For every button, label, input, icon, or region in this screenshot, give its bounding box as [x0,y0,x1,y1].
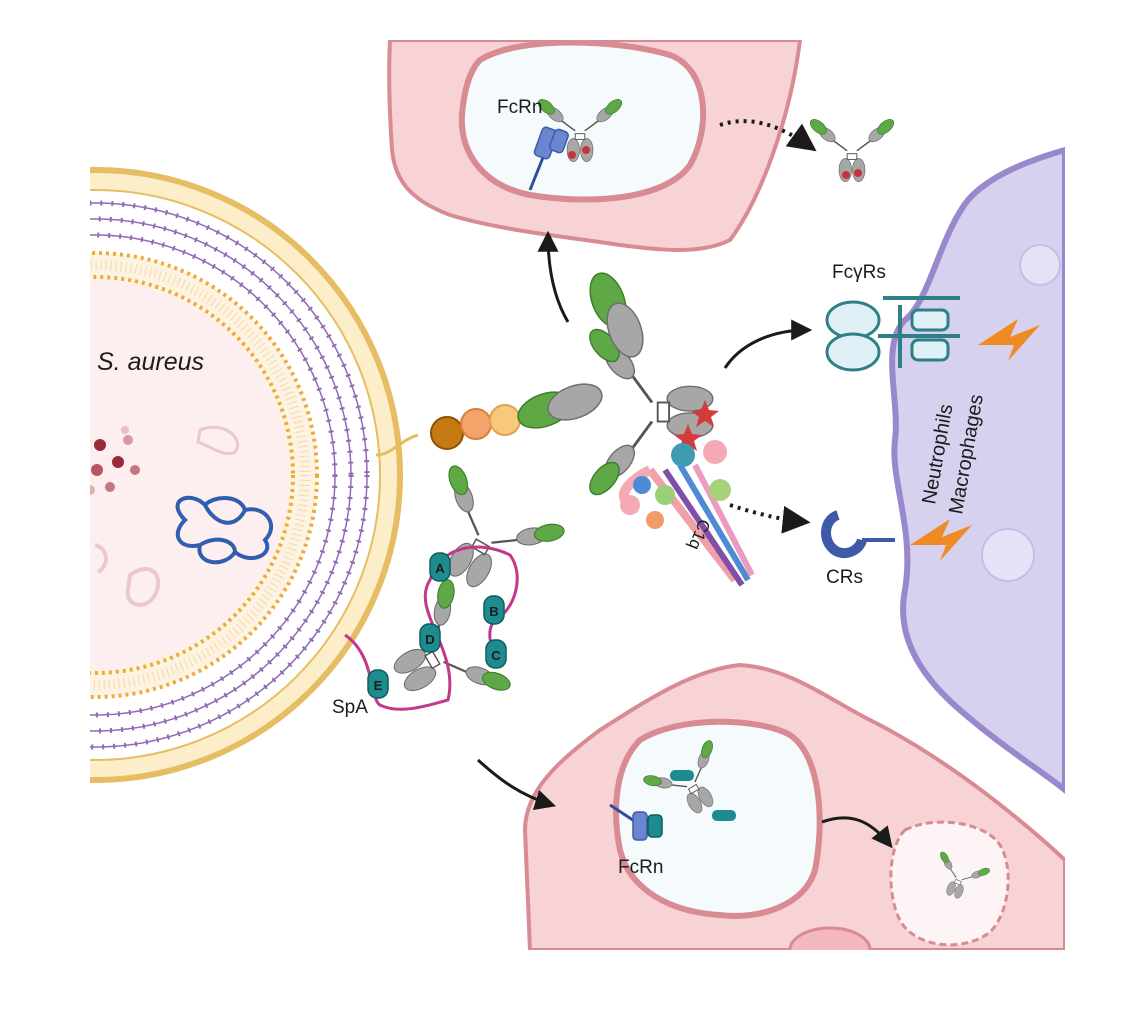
immune-vesicle [981,528,1035,582]
spa-domain-c: C [485,639,507,669]
endosome-top [458,40,707,203]
spa-label: SpA [332,697,368,718]
fcrn-receptor-bottom [609,803,663,841]
spa-domain-d-label: D [425,632,434,647]
arrow-recycling [719,119,817,152]
surface-protein-bead [430,416,464,450]
organism-label: S. aureus [97,348,204,376]
spa-domain-c-label: C [491,648,501,663]
surface-protein-bead [489,404,521,436]
fcrn-label-top: FcRn [497,97,542,118]
spa-domain-e: E [367,669,389,699]
spa-domain-a-label: A [435,561,445,576]
arrow-to-lysosome [821,816,893,849]
crs-label: CRs [826,567,863,588]
fcrn-label-bottom: FcRn [618,857,663,878]
spa-domain-a: A [429,552,451,582]
cell-membrane [90,251,319,699]
immune-vesicle [1019,244,1061,286]
fcgr-label: FcγRs [832,262,886,283]
arrow-to-fcrn-top [537,230,570,323]
arrow-to-fcgr [723,319,813,369]
ribosome-cluster [90,426,140,495]
arrow-to-cr [729,503,811,534]
complement-receptor [821,510,895,558]
spa-domain-b-label: B [489,604,498,619]
spa-domain-d: D [419,623,441,653]
surface-protein-bead [460,408,492,440]
bacterium [90,167,403,783]
vesicle-icon [125,567,161,607]
spa-domain-b: B [483,595,505,625]
complement-star-icon [674,424,702,451]
c1q-complex [619,440,755,587]
fcrn-receptor-top [528,126,569,191]
nucleoid-dna [175,495,273,565]
vesicle-icon [94,543,108,574]
fcgr-receptor [825,296,960,372]
complement-star-icon [691,400,719,427]
spa-domain-e-label: E [374,678,383,693]
arrow-to-fcrn-bottom [476,758,557,811]
plasmid-icon [196,425,239,456]
